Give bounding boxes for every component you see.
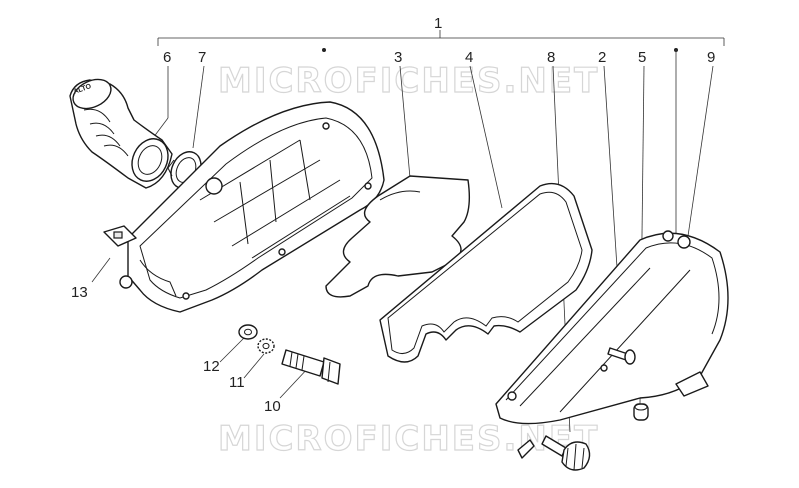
part-label-6: 6 xyxy=(163,49,171,66)
intake-hose: ALTO xyxy=(69,78,173,189)
part-label-8: 8 xyxy=(547,49,555,66)
part-label-13: 13 xyxy=(71,284,88,301)
assembly-dot-left xyxy=(322,48,326,52)
gasket-seal xyxy=(379,182,593,363)
lock-washer xyxy=(257,338,275,354)
airbox-cover xyxy=(495,230,729,425)
part-label-3: 3 xyxy=(394,49,402,66)
filter-element xyxy=(325,175,471,298)
part-label-5: 5 xyxy=(638,49,646,66)
part-label-12: 12 xyxy=(203,358,220,375)
part-label-9: 9 xyxy=(707,49,715,66)
part-label-11: 11 xyxy=(229,374,245,391)
part-label-1: 1 xyxy=(434,15,442,32)
watermark-top: MICROFICHES.NET xyxy=(218,61,599,101)
knob-screw xyxy=(517,435,591,471)
watermark-bottom: MICROFICHES.NET xyxy=(218,419,599,459)
drain-grommet xyxy=(633,403,649,421)
airbox-housing xyxy=(119,101,385,313)
part-label-4: 4 xyxy=(465,49,473,66)
clip-nut xyxy=(103,225,137,247)
flat-washer xyxy=(238,324,258,340)
cover-screw xyxy=(607,347,636,365)
part-label-10: 10 xyxy=(264,398,281,415)
part-label-7: 7 xyxy=(198,49,206,66)
assembly-bracket xyxy=(157,30,725,52)
hex-bolt xyxy=(281,349,341,385)
part-label-2: 2 xyxy=(598,49,606,66)
